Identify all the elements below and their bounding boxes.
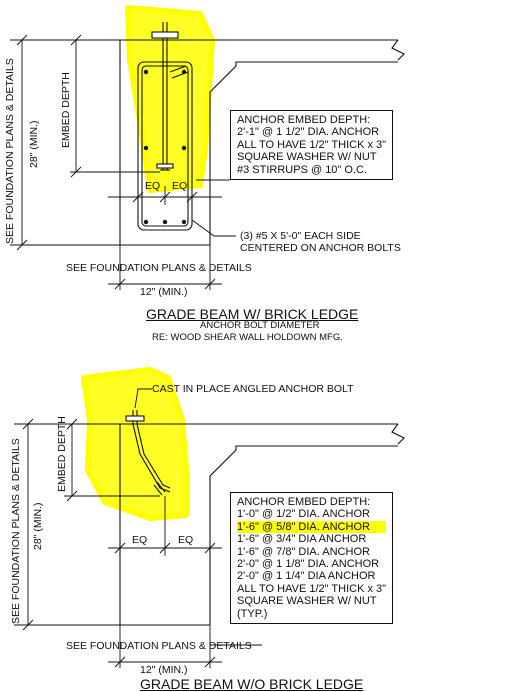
bottom-note-line: 1'-6" @ 3/4" DIA ANCHOR	[237, 533, 367, 546]
bottom-left-dimension-label: SEE FOUNDATION PLANS & DETAILS	[10, 438, 22, 624]
top-note-line: 2'-1" @ 1 1/2" DIA. ANCHOR	[237, 126, 380, 139]
top-detail-subtitle-2: RE: WOOD SHEAR WALL HOLDOWN MFG.	[152, 332, 343, 343]
bottom-leader-label: CAST IN PLACE ANGLED ANCHOR BOLT	[152, 383, 354, 395]
bottom-note-line: 1'-6" @ 7/8" DIA. ANCHOR	[237, 545, 370, 558]
top-left-dimension-label: SEE FOUNDATION PLANS & DETAILS	[4, 58, 16, 244]
bottom-embed-depth-label: EMBED DEPTH	[56, 416, 68, 492]
bottom-note-line: 1'-0" @ 1/2" DIA. ANCHOR	[237, 508, 370, 521]
top-detail-linework	[119, 5, 405, 246]
bottom-anchor-note-box: ANCHOR EMBED DEPTH: 1'-0" @ 1/2" DIA. AN…	[230, 492, 394, 625]
top-dimensions	[10, 34, 236, 290]
bottom-detail-linework	[81, 367, 405, 626]
top-note-line: ANCHOR EMBED DEPTH:	[237, 114, 371, 126]
bottom-note-line: (TYP.)	[237, 607, 268, 620]
top-detail-subtitle-1: ANCHOR BOLT DIAMETER	[200, 320, 320, 331]
top-embed-depth-label: EMBED DEPTH	[60, 72, 72, 148]
top-detail-title: GRADE BEAM W/ BRICK LEDGE	[146, 306, 359, 322]
bottom-note-line: SQUARE WASHER W/ NUT	[237, 595, 377, 608]
bottom-note-line: ANCHOR EMBED DEPTH:	[237, 496, 371, 508]
bottom-width-label: 12" (MIN.)	[140, 664, 188, 676]
top-note-line: SQUARE WASHER W/ NUT	[237, 151, 377, 164]
top-bars-note-1: (3) #5 X 5'-0" EACH SIDE	[240, 230, 361, 242]
top-anchor-note-box: ANCHOR EMBED DEPTH: 2'-1" @ 1 1/2" DIA. …	[230, 110, 394, 181]
top-anchor-highlight	[125, 5, 215, 193]
bottom-eq-left: EQ	[132, 534, 148, 546]
top-eq-right: EQ	[172, 180, 188, 192]
top-bars-note-2: CENTERED ON ANCHOR BOLTS	[240, 242, 401, 254]
top-width-label: 12" (MIN.)	[140, 286, 188, 298]
bottom-dimensions	[14, 388, 262, 668]
bottom-note-line: 2'-0" @ 1 1/8" DIA. ANCHOR	[237, 558, 380, 571]
top-eq-left: EQ	[145, 180, 161, 192]
bottom-eq-right: EQ	[178, 534, 194, 546]
top-note-line: #3 STIRRUPS @ 10" O.C.	[237, 163, 367, 176]
bottom-note-line: ALL TO HAVE 1/2" THICK x 3"	[237, 582, 387, 595]
top-height-label: 28" (MIN.)	[28, 120, 40, 168]
top-bottom-reference: SEE FOUNDATION PLANS & DETAILS	[66, 262, 252, 274]
top-rebar-dots	[143, 69, 187, 225]
bottom-bottom-reference: SEE FOUNDATION PLANS & DETAILS	[66, 640, 252, 652]
bottom-note-line: 2'-0" @ 1 1/4" DIA ANCHOR	[237, 570, 376, 583]
bottom-detail-title-partial: GRADE BEAM W/O BRICK LEDGE	[140, 676, 364, 692]
bottom-note-line-highlighted: 1'-6" @ 5/8" DIA. ANCHOR	[237, 520, 387, 534]
bottom-height-label: 28" (MIN.)	[32, 502, 44, 550]
top-note-line: ALL TO HAVE 1/2" THICK x 3"	[237, 138, 387, 151]
